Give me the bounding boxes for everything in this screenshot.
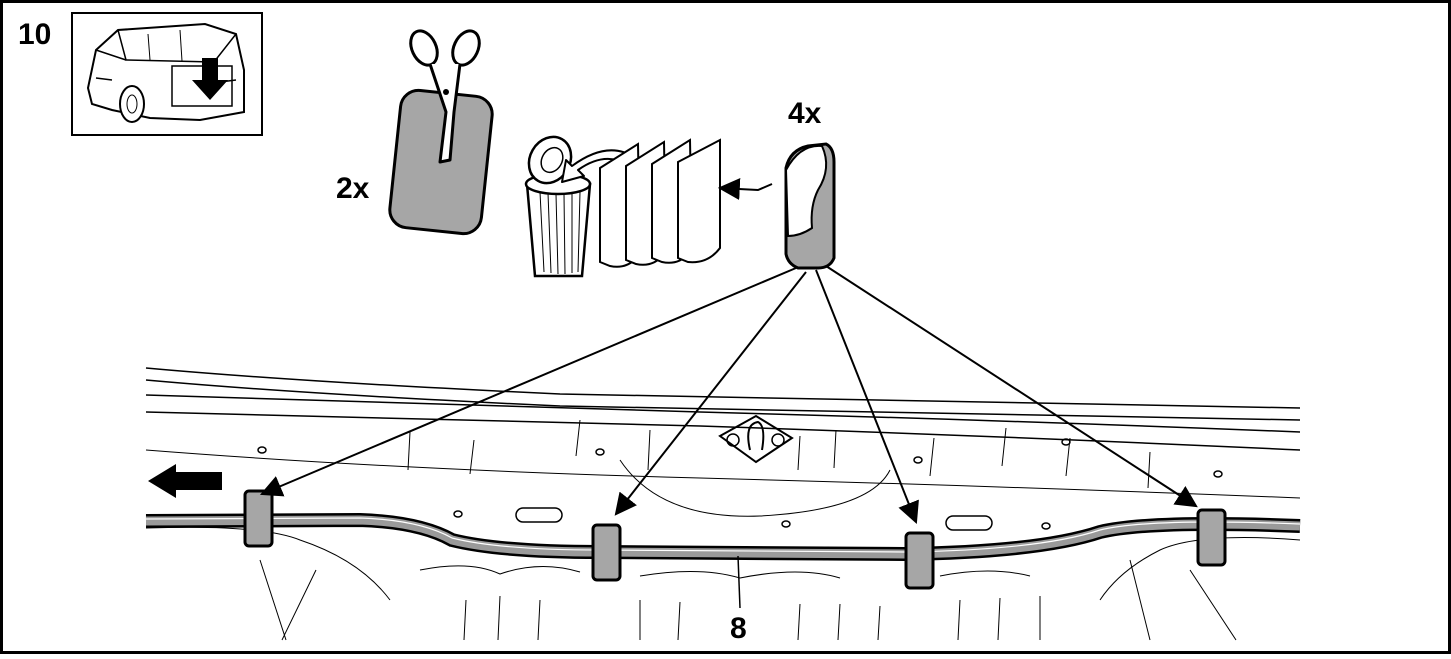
- peel-arrow: [717, 178, 773, 201]
- pad-3: [904, 531, 935, 590]
- arrow-left-icon: [148, 464, 222, 498]
- trash-can-icon: [524, 135, 639, 278]
- pad-positions: [243, 489, 1227, 590]
- cut-quantity-label: 2x: [336, 172, 370, 205]
- scissors-icon: [388, 29, 494, 236]
- car-rear-liftgate-open-icon: [71, 12, 263, 136]
- pad-quantity-label: 4x: [788, 97, 822, 130]
- adhesive-pad: [784, 142, 836, 270]
- step-number: 10: [18, 18, 51, 51]
- floor-panel: [145, 367, 1301, 641]
- placement-arrows: [259, 265, 1198, 525]
- pad-4: [1196, 508, 1227, 567]
- harness-callout-label: 8: [730, 612, 747, 645]
- backing-sheets: [599, 138, 721, 268]
- pad-2: [591, 523, 622, 582]
- pad-1: [243, 489, 274, 548]
- harness-callout-leader: [737, 555, 741, 609]
